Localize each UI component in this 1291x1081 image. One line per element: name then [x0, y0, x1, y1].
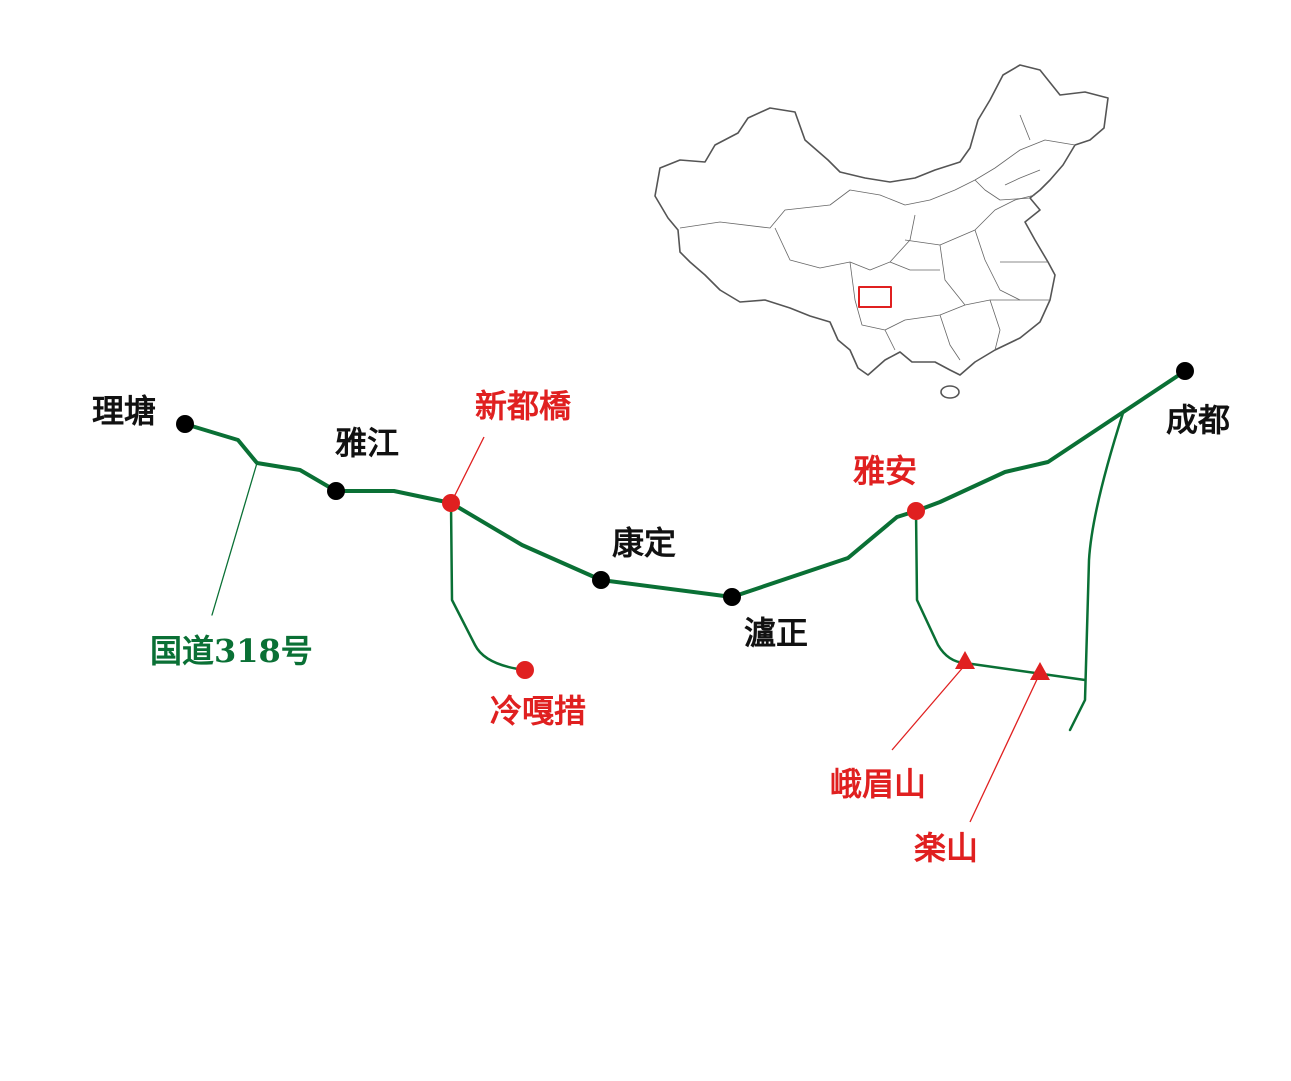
label-leshan: 楽山	[914, 829, 979, 867]
label-yajiang: 雅江	[335, 424, 400, 462]
route-branch-emeishan	[914, 509, 1087, 682]
marker-yaan[interactable]	[907, 502, 925, 520]
label-yaan: 雅安	[853, 452, 918, 490]
marker-chengdu[interactable]	[1176, 362, 1194, 380]
emeishan-leader	[891, 664, 966, 751]
label-xinduqiao: 新都橋	[475, 387, 572, 425]
label-luding: 瀘正	[744, 614, 809, 652]
xinduqiao-leader	[450, 436, 485, 504]
marker-lenggacuo[interactable]	[516, 661, 534, 679]
marker-kangding[interactable]	[592, 571, 610, 589]
mountain-leshan-icon[interactable]	[1030, 662, 1050, 680]
label-litang: 理塘	[92, 392, 157, 430]
label-lenggacuo: 冷嘎措	[490, 692, 587, 730]
label-national-road-318: 国道318号	[150, 632, 313, 670]
label-kangding: 康定	[612, 524, 677, 562]
city-markers	[176, 362, 1194, 680]
marker-luding[interactable]	[723, 588, 741, 606]
china-outline	[654, 64, 1109, 376]
route-branch-south	[1068, 411, 1125, 732]
marker-xinduqiao[interactable]	[442, 494, 460, 512]
label-emeishan: 峨眉山	[830, 765, 927, 803]
leshan-leader	[969, 672, 1041, 823]
china-inset-map	[654, 64, 1109, 399]
marker-yajiang[interactable]	[327, 482, 345, 500]
label-chengdu: 成都	[1166, 401, 1231, 439]
marker-litang[interactable]	[176, 415, 194, 433]
road-label-leader	[211, 462, 258, 616]
mountain-emeishan-icon[interactable]	[955, 651, 975, 669]
province-borders	[679, 114, 1076, 361]
red-leaders	[450, 436, 1041, 823]
region-marker	[858, 286, 892, 308]
hainan-island	[940, 385, 960, 399]
route-branch-lenggacuo	[449, 501, 527, 672]
